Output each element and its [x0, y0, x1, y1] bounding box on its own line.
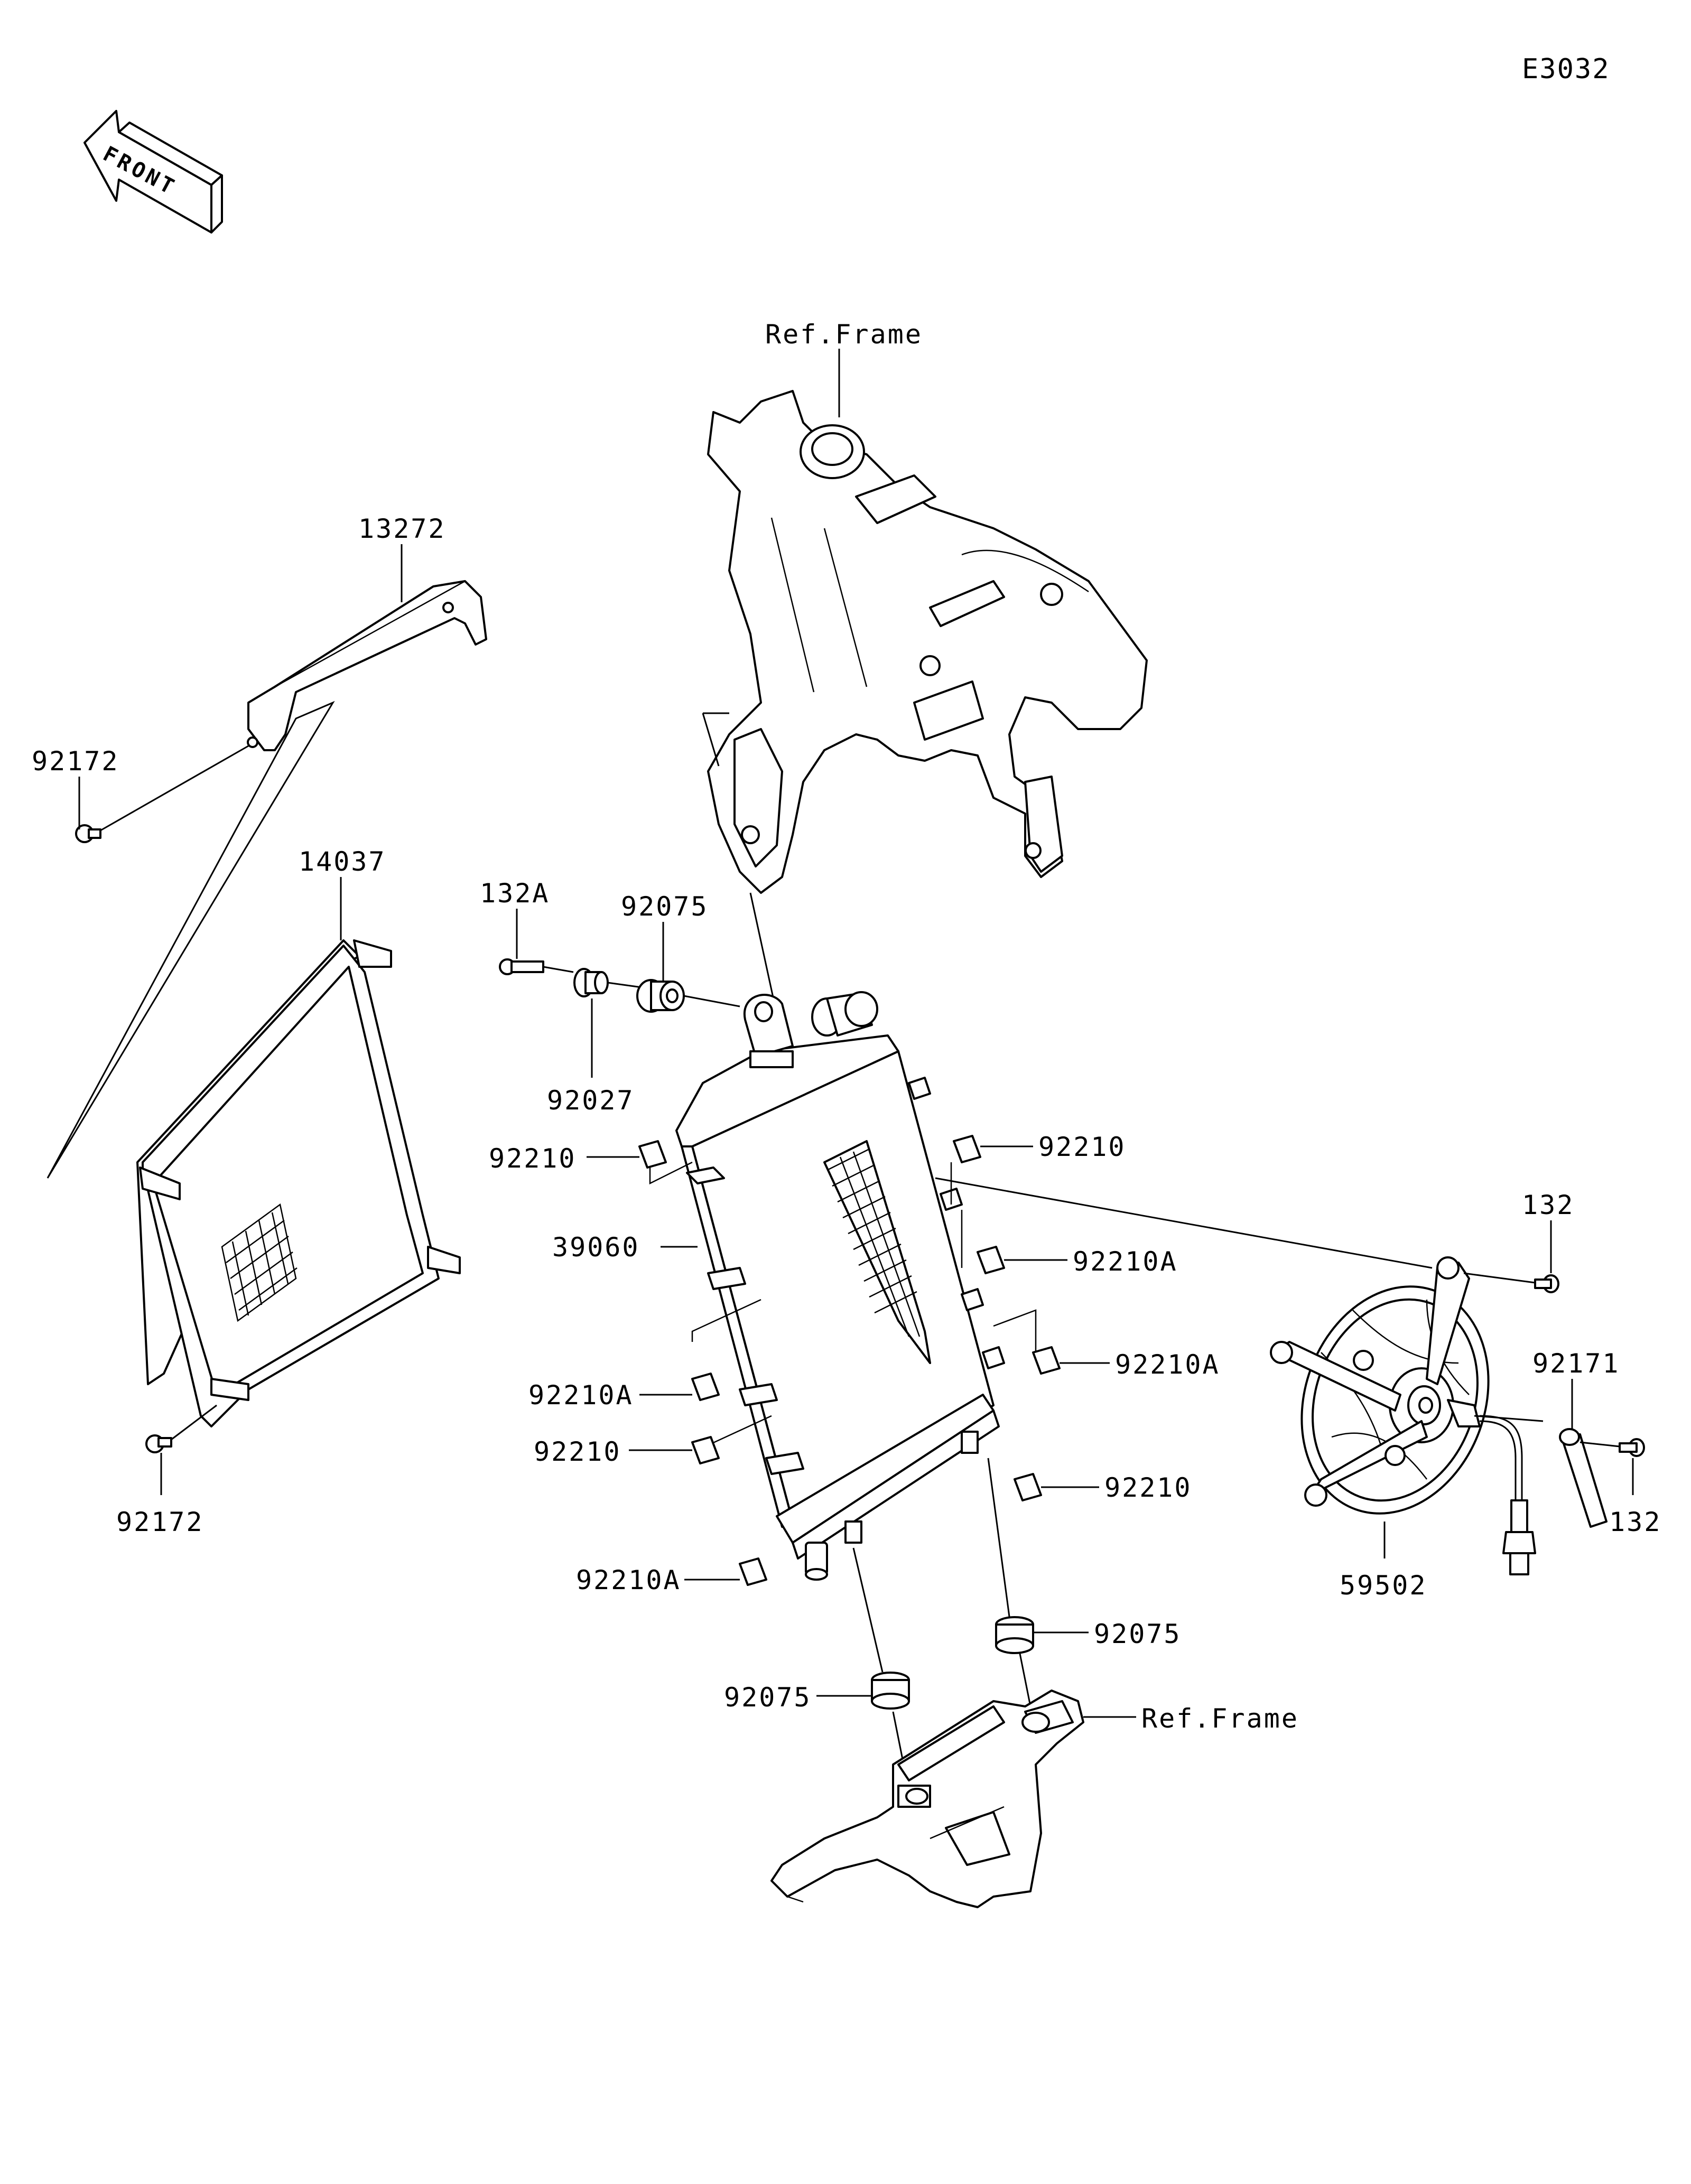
screw-132-top [1463, 1272, 1559, 1293]
part-39060: 39060 [552, 1232, 640, 1263]
screw-92172-bottom [145, 1404, 217, 1453]
mesh-pattern [221, 1203, 298, 1322]
part-132A: 132A [480, 878, 550, 909]
part-92210-r1: 92210 [1038, 1132, 1126, 1162]
part-92210A-r2: 92210A [1115, 1349, 1220, 1380]
radiator-39060 [649, 991, 1037, 1581]
grommet-92075-right [987, 1458, 1089, 1733]
part-92075-top: 92075 [621, 891, 709, 922]
clip-92210A-r2 [1032, 1346, 1110, 1375]
screw-92172-top [75, 745, 249, 843]
screw-132-bottom [1579, 1438, 1645, 1457]
clip-92210-r2 [1014, 1473, 1099, 1501]
clip-92210-l1 [587, 1140, 667, 1169]
clamp-92171 [1559, 1428, 1608, 1528]
part-92210-l1: 92210 [489, 1143, 577, 1174]
ref-frame-top-label: Ref.Frame [765, 319, 923, 350]
part-132-top: 132 [1522, 1190, 1574, 1220]
radiator-fins [823, 1140, 931, 1364]
ref-frame-bottom-label: Ref.Frame [1141, 1703, 1299, 1734]
part-92210-r2: 92210 [1104, 1472, 1192, 1503]
grommet-92075-top [636, 979, 740, 1013]
lower-frame [770, 1690, 1084, 1908]
bolt-132A [499, 958, 574, 975]
part-92210-l2: 92210 [534, 1436, 621, 1467]
radiator-screen-14037 [47, 701, 461, 1427]
part-92075-right: 92075 [1094, 1619, 1182, 1649]
clip-92210A-l1 [639, 1373, 720, 1401]
cooling-fan-59502 [935, 1177, 1544, 1575]
part-59502: 59502 [1340, 1570, 1427, 1601]
upper-frame [702, 390, 1148, 894]
clip-92210-r1 [953, 1135, 1033, 1163]
part-14037: 14037 [299, 846, 386, 877]
clip-92210A-r1 [977, 1246, 1067, 1274]
front-arrow-icon: FRONT [83, 110, 223, 234]
part-92210A-r1: 92210A [1073, 1246, 1178, 1277]
part-13272: 13272 [358, 514, 446, 544]
grommet-92075-left [816, 1547, 910, 1765]
part-132-bottom: 132 [1609, 1507, 1661, 1537]
part-92210A-l2: 92210A [576, 1565, 681, 1595]
part-92172-top: 92172 [32, 746, 119, 777]
part-92172-bottom: 92172 [116, 1507, 204, 1537]
bracket-13272 [247, 580, 487, 751]
part-92171: 92171 [1532, 1348, 1620, 1379]
collar-92027 [573, 968, 646, 997]
clip-92210-l2 [629, 1436, 720, 1464]
diagram-code: E3032 [1522, 53, 1610, 85]
part-92075-left: 92075 [724, 1682, 812, 1713]
part-92210A-l1: 92210A [528, 1380, 634, 1411]
clip-92210A-l2 [684, 1557, 767, 1586]
part-92027: 92027 [547, 1085, 635, 1116]
